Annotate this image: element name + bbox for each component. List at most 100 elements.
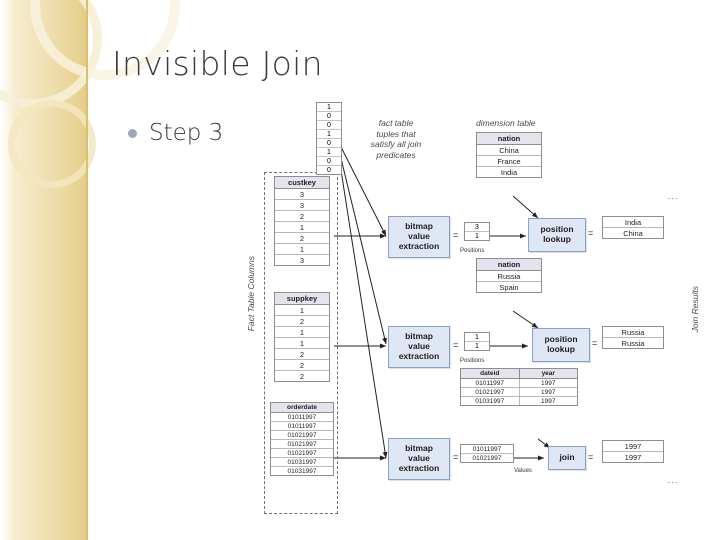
column-header: orderdate bbox=[271, 403, 333, 413]
cell: 01011997 bbox=[461, 445, 513, 454]
cell: 01021997 bbox=[461, 388, 520, 396]
cell: 1 bbox=[275, 327, 329, 338]
cell: 01031997 bbox=[461, 397, 520, 405]
cell: 1 bbox=[275, 222, 329, 233]
invisible-join-diagram: Fact Table Columns dimension table Join … bbox=[238, 96, 708, 526]
join-box: join bbox=[548, 446, 586, 470]
cell: Russia bbox=[603, 327, 663, 338]
bit-cell: 0 bbox=[327, 166, 331, 174]
cell: 01011997 bbox=[271, 422, 333, 431]
dim-header: nation bbox=[477, 259, 541, 271]
column-suppkey: suppkey 1 2 1 1 2 2 2 bbox=[274, 292, 330, 382]
cell: 3 bbox=[275, 200, 329, 211]
ellipsis-bottom: - - - bbox=[668, 480, 678, 486]
bit-cell: 0 bbox=[317, 112, 341, 121]
positions-label-1: Positions bbox=[460, 248, 485, 254]
cell: 01021997 bbox=[271, 431, 333, 440]
bitmap-value-extraction-1: bitmap value extraction bbox=[388, 216, 450, 258]
cell: 1 bbox=[475, 342, 479, 350]
dimension-table-nation-2: nation Russia Spain bbox=[476, 258, 542, 293]
bit-cell: 0 bbox=[317, 121, 341, 130]
ellipsis-top: - - - bbox=[668, 196, 678, 202]
page-title: Invisible Join bbox=[112, 44, 323, 83]
join-result-3: 1997 1997 bbox=[602, 440, 664, 463]
left-bar-edge bbox=[86, 0, 88, 540]
dim-header: nation bbox=[477, 133, 541, 145]
cell: 2 bbox=[275, 211, 329, 222]
cell: 2 bbox=[275, 360, 329, 371]
equals-sign-4: = bbox=[588, 228, 594, 238]
join-result-2: Russia Russia bbox=[602, 326, 664, 349]
column-header: custkey bbox=[275, 177, 329, 189]
cell: 1997 bbox=[541, 388, 556, 396]
equals-sign-6: = bbox=[588, 452, 594, 462]
cell: 01031997 bbox=[271, 458, 333, 467]
cell: 1 bbox=[465, 333, 489, 342]
cell: 1 bbox=[275, 244, 329, 255]
cell: 01031997 bbox=[287, 467, 317, 475]
dim-header: year bbox=[519, 369, 577, 379]
position-lookup-1: position lookup bbox=[528, 218, 586, 252]
equals-sign-3: = bbox=[453, 452, 459, 462]
dimension-table-nation-1: nation China France India bbox=[476, 132, 542, 178]
bitvector-fact: 1 0 0 1 0 1 0 0 bbox=[316, 102, 342, 175]
cell: 1 bbox=[275, 305, 329, 316]
cell: India bbox=[603, 217, 663, 228]
cell: 01011997 bbox=[271, 413, 333, 422]
cell: 2 bbox=[299, 371, 305, 381]
join-results-label: Join Results bbox=[690, 286, 700, 333]
cell: 01011997 bbox=[461, 379, 520, 387]
bullet-item: Step 3 bbox=[128, 120, 223, 146]
cell: 2 bbox=[275, 233, 329, 244]
cell: 1997 bbox=[624, 452, 642, 462]
cell: 1997 bbox=[541, 379, 556, 387]
position-lookup-2: position lookup bbox=[532, 328, 590, 362]
cell: Russia bbox=[477, 271, 541, 282]
cell: 01021997 bbox=[271, 449, 333, 458]
cell: Spain bbox=[499, 282, 519, 292]
equals-sign-1: = bbox=[453, 230, 459, 240]
bitmap-value-extraction-2: bitmap value extraction bbox=[388, 326, 450, 368]
dimension-table-date: dateid year 01011997 1997 01021997 1997 … bbox=[460, 368, 578, 406]
equals-sign-5: = bbox=[592, 338, 598, 348]
dim-header: dateid bbox=[461, 369, 520, 379]
cell: 3 bbox=[465, 223, 489, 232]
join-result-1: India China bbox=[602, 216, 664, 239]
slide-left-decoration bbox=[0, 0, 180, 540]
position-vector-2: 1 1 bbox=[464, 332, 490, 351]
bit-cell: 0 bbox=[317, 157, 341, 166]
equals-sign-2: = bbox=[453, 340, 459, 350]
column-custkey: custkey 3 3 2 1 2 1 3 bbox=[274, 176, 330, 266]
column-orderdate: orderdate 01011997 01011997 01021997 010… bbox=[270, 402, 334, 476]
value-vector: 01011997 01021997 bbox=[460, 444, 514, 463]
bullet-dot-icon bbox=[128, 128, 137, 138]
bitmap-value-extraction-3: bitmap value extraction bbox=[388, 438, 450, 480]
values-label: Values bbox=[514, 468, 532, 474]
cell: France bbox=[477, 156, 541, 167]
fact-note-label: fact table tuples that satisfy all join … bbox=[370, 118, 422, 160]
cell: 3 bbox=[275, 189, 329, 200]
cell: China bbox=[477, 145, 541, 156]
dimension-table-label: dimension table bbox=[476, 118, 536, 128]
fact-table-columns-group bbox=[264, 172, 338, 514]
cell: 1 bbox=[275, 338, 329, 349]
bit-cell: 1 bbox=[317, 103, 341, 112]
cell: China bbox=[623, 228, 643, 238]
decorative-ring-icon bbox=[8, 100, 96, 188]
cell: 2 bbox=[275, 349, 329, 360]
cell: 1997 bbox=[541, 397, 556, 405]
cell: 2 bbox=[275, 316, 329, 327]
cell: 01021997 bbox=[271, 440, 333, 449]
cell: 1 bbox=[475, 232, 479, 240]
cell: India bbox=[500, 167, 518, 177]
cell: 3 bbox=[299, 255, 305, 265]
cell: Russia bbox=[621, 338, 645, 348]
column-header: suppkey bbox=[275, 293, 329, 305]
bit-cell: 1 bbox=[317, 148, 341, 157]
position-vector-1: 3 1 bbox=[464, 222, 490, 241]
bit-cell: 1 bbox=[317, 130, 341, 139]
bullet-label: Step 3 bbox=[149, 120, 224, 146]
fact-table-columns-label: Fact Table Columns bbox=[246, 256, 256, 332]
cell: 01021997 bbox=[472, 454, 502, 462]
bit-cell: 0 bbox=[317, 139, 341, 148]
